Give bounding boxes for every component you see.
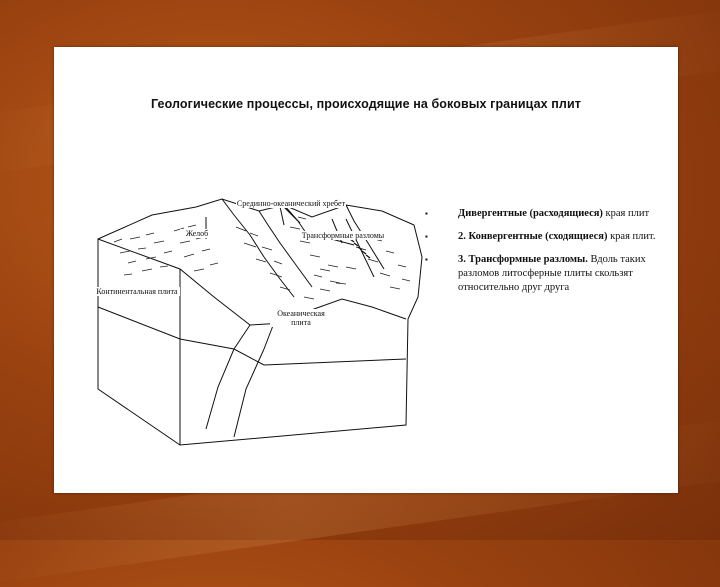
label-continental-plate: Континентальная плита xyxy=(94,287,180,296)
label-ridge: Срединно-океанический хребет xyxy=(236,199,346,208)
bullet-text: края плит xyxy=(603,208,649,219)
bullet-item: ▪ 3. Трансформные разломы. Вдоль таких р… xyxy=(421,253,661,295)
slide-title: Геологические процессы, происходящие на … xyxy=(54,97,678,111)
bullet-heading: Дивергентные (расходящиеся) xyxy=(458,208,603,219)
ridge-crest xyxy=(259,211,312,287)
bullet-list: ▪ Дивергентные (расходящиеся) края плит … xyxy=(421,207,661,304)
plate-boundaries-diagram: Срединно-океанический хребет Желоб Транс… xyxy=(84,147,444,447)
subduction-slab xyxy=(234,325,250,349)
slide-canvas: Геологические процессы, происходящие на … xyxy=(54,47,678,493)
bullet-heading: 3. Трансформные разломы. xyxy=(458,254,588,265)
bullet-heading: 2. Конвергентные (сходящиеся) xyxy=(458,231,607,242)
label-rift: Желоб xyxy=(180,229,214,238)
block-diagram-graphic xyxy=(84,147,444,447)
bullet-marker-icon: ▪ xyxy=(425,253,428,267)
bullet-text: края плит. xyxy=(607,231,655,242)
subduction-slab xyxy=(206,349,234,429)
label-oceanic-plate: Океаническая плита xyxy=(270,309,332,327)
layer-line xyxy=(98,307,406,365)
bullet-item: ▪ 2. Конвергентные (сходящиеся) края пли… xyxy=(421,230,661,244)
block-top-edge xyxy=(98,239,406,325)
label-transform-fault: Трансформные разломы xyxy=(288,231,398,240)
bullet-marker-icon: ▪ xyxy=(425,207,428,221)
bullet-item: ▪ Дивергентные (расходящиеся) края плит xyxy=(421,207,661,221)
bullet-marker-icon: ▪ xyxy=(425,230,428,244)
